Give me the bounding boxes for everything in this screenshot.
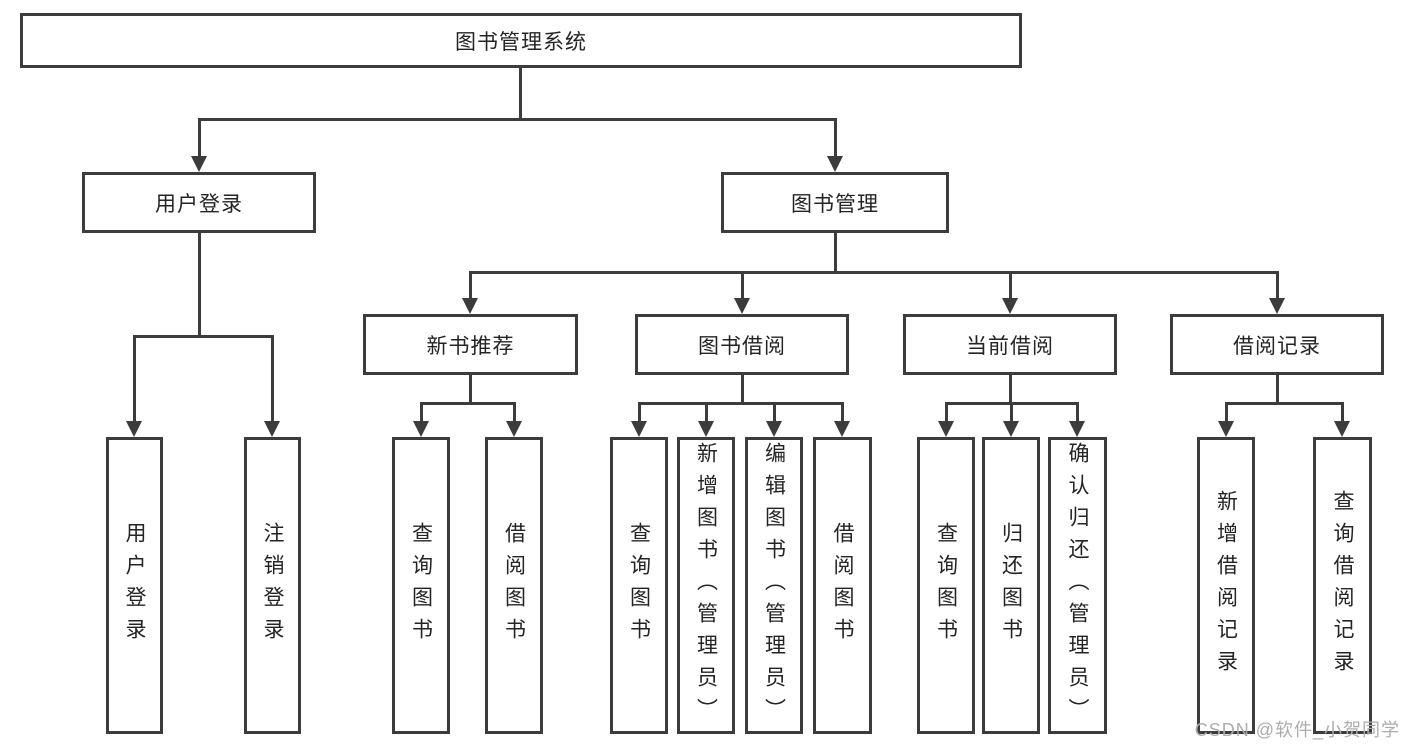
connector-line [420,402,423,424]
connector-line [638,402,844,405]
connector-line [1341,402,1344,424]
arrow-down-icon [506,421,522,437]
connector-line [469,375,472,405]
node-label: 借阅记录 [1233,334,1321,358]
connector-line [198,118,837,121]
connector-line [773,402,776,424]
arrow-down-icon [462,298,478,314]
node-label: 当前借阅 [966,334,1054,358]
connector-line [1225,402,1228,424]
connector-line [834,233,837,273]
connector-line [1009,271,1012,301]
leaf-return-books: 归还图书 [982,437,1040,734]
connector-line [1276,271,1279,301]
connector-line [133,335,136,424]
node-label: 编辑图书（管理员） [762,441,786,730]
arrow-down-icon [1003,421,1019,437]
node-label: 用户登录 [155,192,243,216]
node-label: 注销登录 [261,521,284,650]
connector-line [841,402,844,424]
connector-line [834,118,837,159]
connector-line [741,375,744,405]
leaf-confirm-return-admin: 确认归还（管理员） [1048,437,1107,734]
node-label: 用户登录 [123,521,146,650]
arrow-down-icon [1269,298,1285,314]
connector-line [469,271,1278,274]
leaf-query-borrow-record: 查询借阅记录 [1313,437,1372,734]
connector-line [133,335,274,338]
node-label: 归还图书 [999,521,1023,650]
arrow-down-icon [631,421,647,437]
connector-line [1225,402,1343,405]
connector-line [1010,402,1013,424]
connector-line [1009,375,1012,405]
connector-line [1276,375,1279,405]
node-label: 借阅图书 [831,521,854,650]
node-new-book-recommend: 新书推荐 [363,314,578,375]
node-label: 查询图书 [409,521,433,650]
leaf-borrow-books: 借阅图书 [485,437,543,734]
connector-line [198,118,201,159]
connector-line [513,402,516,424]
connector-line [420,402,516,405]
arrow-down-icon [1069,421,1085,437]
arrow-down-icon [698,421,714,437]
leaf-query-books: 查询图书 [610,437,668,734]
connector-line [705,402,708,424]
node-label: 图书管理 [791,192,879,216]
arrow-down-icon [938,421,954,437]
leaf-add-borrow-record: 新增借阅记录 [1197,437,1255,734]
node-label: 图书管理系统 [455,30,587,54]
connector-line [741,271,744,301]
node-label: 查询借阅记录 [1331,489,1354,682]
node-root-system: 图书管理系统 [20,13,1022,68]
node-label: 借阅图书 [502,521,526,650]
node-borrow-records: 借阅记录 [1170,314,1384,375]
arrow-down-icon [1002,298,1018,314]
connector-line [945,402,948,424]
arrow-down-icon [766,421,782,437]
connector-line [1076,402,1079,424]
node-current-borrowing: 当前借阅 [903,314,1117,375]
connector-line [519,68,522,119]
node-label: 确认归还（管理员） [1066,441,1089,730]
csdn-watermark: CSDN @软件_小贺同学 [1194,720,1400,740]
leaf-user-login: 用户登录 [106,437,163,734]
connector-line [469,271,472,301]
arrow-down-icon [1218,421,1234,437]
arrow-down-icon [413,421,429,437]
leaf-edit-books-admin: 编辑图书（管理员） [745,437,803,734]
node-label: 新增借阅记录 [1214,489,1238,682]
leaf-query-books: 查询图书 [917,437,975,734]
arrow-down-icon [264,421,280,437]
node-book-borrowing: 图书借阅 [635,314,849,375]
arrow-down-icon [834,421,850,437]
node-label: 图书借阅 [698,334,786,358]
leaf-borrow-books: 借阅图书 [813,437,872,734]
leaf-query-books: 查询图书 [392,437,450,734]
leaf-logout: 注销登录 [244,437,301,734]
node-book-management: 图书管理 [721,172,949,233]
arrow-down-icon [1334,421,1350,437]
connector-line [198,233,201,338]
connector-line [271,335,274,424]
leaf-add-books-admin: 新增图书（管理员） [677,437,735,734]
node-label: 查询图书 [934,521,958,650]
node-label: 新书推荐 [426,334,515,358]
arrow-down-icon [734,298,750,314]
arrow-down-icon [126,421,142,437]
node-label: 新增图书（管理员） [694,441,718,730]
node-label: 查询图书 [627,521,651,650]
arrow-down-icon [191,156,207,172]
node-user-login: 用户登录 [82,172,316,233]
arrow-down-icon [827,156,843,172]
connector-line [638,402,641,424]
